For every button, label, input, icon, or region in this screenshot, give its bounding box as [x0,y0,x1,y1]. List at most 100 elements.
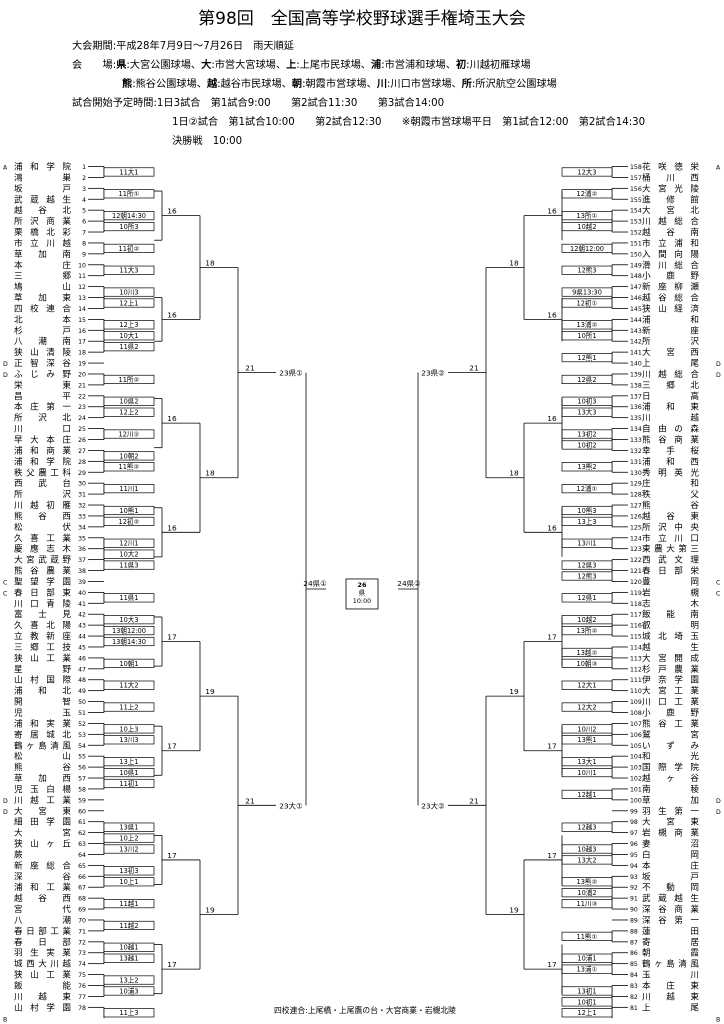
team-name-right: 草加 [642,794,699,806]
game-box-left [103,211,155,221]
seed-letter-left: D [3,798,8,805]
seed-letter-right: C [716,590,720,597]
team-number-right: 148 [630,273,642,280]
venue-abbr: 所 [461,79,472,90]
team-number-right: 139 [630,371,642,378]
team-number-left: 63 [78,841,86,848]
game-label-right: 10浦2 [577,888,596,897]
team-name-left: 越谷西 [14,892,71,904]
team-name-right: 越谷東 [642,510,699,522]
team-number-right: 100 [630,797,642,804]
team-name-right: 羽生第一 [642,805,699,817]
game-label-left: 12川② [119,430,140,438]
team-name-right: 浦和 [642,313,699,325]
game-label-right: 13熊1 [577,735,596,744]
venue-name: :所沢航空公園球場 [471,79,557,90]
game-box-left [103,899,155,909]
team-number-left: 13 [78,295,86,302]
round-day-label: 19 [205,906,215,915]
team-name-left: 武蔵越生 [14,193,71,205]
team-number-left: 76 [78,983,86,990]
team-number-left: 54 [78,743,86,750]
game-box-left [103,287,155,297]
team-name-right: 春日部栄 [642,565,699,577]
team-number-left: 57 [78,776,86,783]
game-label-right: 10越3 [577,844,596,853]
team-name-left: 浦和工業 [14,881,71,893]
team-number-left: 25 [78,426,86,433]
start-times-line-2: 1日②試合 第1試合10:00 第2試合12:30 ※朝霞市営球場平日 第1試合… [172,117,646,128]
game-box-left [103,942,155,952]
team-number-left: 24 [78,415,86,422]
team-name-left: 羽生実業 [14,947,71,959]
team-name-right: 熊谷工業 [642,717,699,729]
team-name-right: 越谷南 [642,226,699,238]
team-name-right: 小鹿野 [642,270,699,282]
game-box-left [103,396,155,406]
team-name-right: 和光 [642,750,699,762]
team-name-right: 滑川総合 [642,259,699,271]
team-name-left: 城西大川越 [14,958,71,970]
game-label-left: 11川1 [119,485,138,493]
venue-abbr: 県 [116,60,127,71]
team-name-right: 所沢中央 [642,521,699,533]
team-name-left: 久喜工業 [14,532,71,544]
game-label-right: 12浦② [577,189,598,198]
team-number-left: 36 [78,546,86,553]
team-name-right: 飯能南 [642,608,699,620]
game-box-right [561,571,613,581]
team-number-left: 12 [78,284,86,291]
team-number-left: 29 [78,470,86,477]
team-number-left: 53 [78,732,86,739]
quarterfinal-label: 23県① [279,369,302,378]
venue-name: :上尾市民球場、 [296,60,371,71]
game-label-left: 10大3 [119,615,138,624]
game-box-left [103,680,155,690]
game-label-left: 10所3 [119,222,138,231]
team-name-left: 川口青陵 [14,597,71,609]
round-day-label: 16 [167,414,177,423]
venue-name: :越谷市民球場、 [217,79,292,90]
team-name-right: 鶴ヶ島清風 [642,958,699,970]
team-name-right: 幸手桜 [642,444,699,456]
team-name-right: 深谷商業 [642,903,699,915]
team-number-right: 88 [630,928,638,935]
team-number-left: 18 [78,350,86,357]
game-label-left: 13川2 [119,845,138,853]
round-day-label: 21 [469,364,479,373]
team-name-left: 熊谷 [14,761,71,773]
game-box-left [103,768,155,778]
team-number-left: 75 [78,972,86,979]
team-name-left: 宮代 [14,903,71,915]
team-number-left: 40 [78,590,86,597]
team-name-left: 三郷 [14,271,71,282]
team-name-left: 蕨 [14,848,23,860]
game-label-right: 13大1 [577,757,596,766]
team-number-left: 52 [78,721,86,728]
game-label-right: 13初1 [577,986,596,995]
game-box-right [561,680,613,690]
team-number-right: 142 [630,339,642,346]
team-name-left: 川越東 [14,990,71,1002]
round-day-label: 18 [205,259,215,268]
team-number-right: 128 [630,492,642,499]
team-number-right: 97 [630,830,638,837]
game-box-left [103,626,155,636]
team-name-right: 所沢 [642,335,699,347]
team-name-left: 開智 [14,696,71,708]
game-label-right: 13熊2 [577,462,596,471]
game-box-right [561,888,613,898]
round-day-label: 16 [167,310,177,319]
venue-abbr: 上 [286,60,297,71]
team-name-right: 川越 [642,412,699,424]
team-number-right: 141 [630,350,642,357]
game-label-right: 9県13:30 [572,288,602,296]
game-box-left [103,822,155,832]
team-name-right: 不動岡 [642,882,699,893]
game-box-right [561,931,613,941]
game-box-left [103,735,155,745]
game-label-left: 10県2 [119,398,138,406]
team-number-right: 132 [630,448,642,455]
team-name-left: 早大本庄 [14,434,71,446]
team-name-left: 狭山清陵 [14,346,71,358]
